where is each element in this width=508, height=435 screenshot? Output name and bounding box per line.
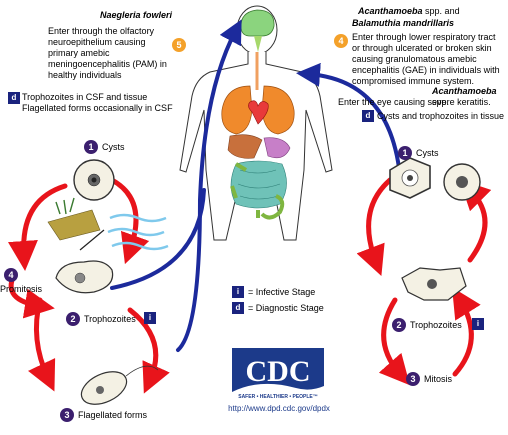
left-diagnostic-mark: d — [8, 92, 20, 104]
cycle-arrow-right-4 — [452, 287, 481, 377]
left-lung-icon — [221, 85, 253, 135]
right-diagnostic-text: Cysts and trophozoites in tissue — [377, 111, 505, 121]
right-infective-mark: i — [472, 318, 484, 330]
heart-icon — [248, 100, 269, 125]
cycle-arrow-cyst-to-troph — [7, 183, 68, 271]
step5-badge: 5 — [172, 38, 186, 52]
legend-diagnostic-mark: d — [232, 302, 244, 314]
right-title1: Acanthamoeba — [358, 6, 423, 16]
plant-icon — [55, 197, 75, 215]
path-arrow-flagellated-to-brain — [176, 19, 242, 352]
water-icon — [107, 213, 169, 251]
left-diagnostic-text: Trophozoites in CSF and tissue Flagellat… — [22, 92, 173, 113]
right-eye-text: Enter the eye causing severe keratitis. — [338, 97, 491, 107]
right-trophozoites-badge: 2 — [392, 318, 406, 332]
legend-infective-label: = Infective Stage — [248, 287, 316, 297]
right-title-line3: Acanthamoeba spp. — [432, 86, 508, 108]
liver-icon — [227, 134, 263, 159]
left-flagellated-label: Flagellated forms — [78, 410, 148, 420]
left-trophozoites-badge: 2 — [66, 312, 80, 326]
right-title3-suffix: spp. — [432, 97, 450, 107]
cdc-url-link[interactable]: http://www.dpd.cdc.gov/dpdx — [228, 404, 330, 413]
legend-diagnostic-label: = Diagnostic Stage — [248, 303, 324, 313]
cycle-arrow-flag-to-troph — [127, 307, 170, 394]
left-flagellated-badge: 3 — [60, 408, 74, 422]
left-promitosis-badge: 4 — [4, 268, 18, 282]
right-step4-text: Enter through lower respiratory tract or… — [352, 32, 500, 86]
cycle-arrow-right-1 — [356, 177, 393, 277]
cycle-arrow-troph-to-cyst — [109, 177, 150, 265]
cdc-tagline: SAFER • HEALTHIER • PEOPLE™ — [238, 394, 318, 400]
left-trophozoites-label: Trophozoites — [84, 314, 136, 324]
path-arrow-acanth-to-body — [296, 62, 402, 178]
legend-infective-mark: i — [232, 286, 244, 298]
right-title2: Balamuthia mandrillaris — [352, 18, 455, 28]
left-promitosis-label: Promitosis — [0, 284, 43, 294]
right-title3: Acanthamoeba — [432, 86, 497, 96]
brain-icon — [240, 9, 275, 37]
intestines-icon — [230, 160, 287, 209]
left-infective-mark: i — [144, 312, 156, 324]
right-lung-icon — [261, 85, 295, 135]
right-mitosis-label: Mitosis — [424, 374, 453, 384]
left-cysts-badge: 1 — [84, 140, 98, 154]
left-cysts-label: Cysts — [102, 142, 125, 152]
brainstem-icon — [254, 36, 262, 52]
colon-icon — [230, 162, 248, 199]
cdc-logo-text: CDC — [246, 355, 311, 388]
right-mitosis-badge: 3 — [406, 372, 420, 386]
right-cysts-badge: 1 — [398, 146, 412, 160]
left-title: Naegleria fowleri — [100, 10, 173, 20]
cycle-arrow-troph-to-flag — [28, 297, 56, 392]
soil-icon — [47, 209, 101, 241]
stomach-icon — [263, 137, 291, 159]
right-trophozoites-label: Trophozoites — [410, 320, 462, 330]
step4-badge: 4 — [334, 34, 348, 48]
right-title-line1: Acanthamoeba spp. and — [358, 6, 508, 17]
right-title1-suffix: spp. and — [425, 6, 460, 16]
flagellated-drawing — [80, 371, 128, 405]
path-arrow-trophozoite-join — [110, 188, 206, 290]
cycle-arrow-right-3 — [378, 297, 410, 386]
cycle-arrow-right-2 — [459, 179, 492, 263]
right-diagnostic-mark: d — [362, 110, 374, 122]
left-step5-text: Enter through the olfactory neuroepithel… — [48, 26, 167, 80]
right-cysts-label: Cysts — [416, 148, 439, 158]
